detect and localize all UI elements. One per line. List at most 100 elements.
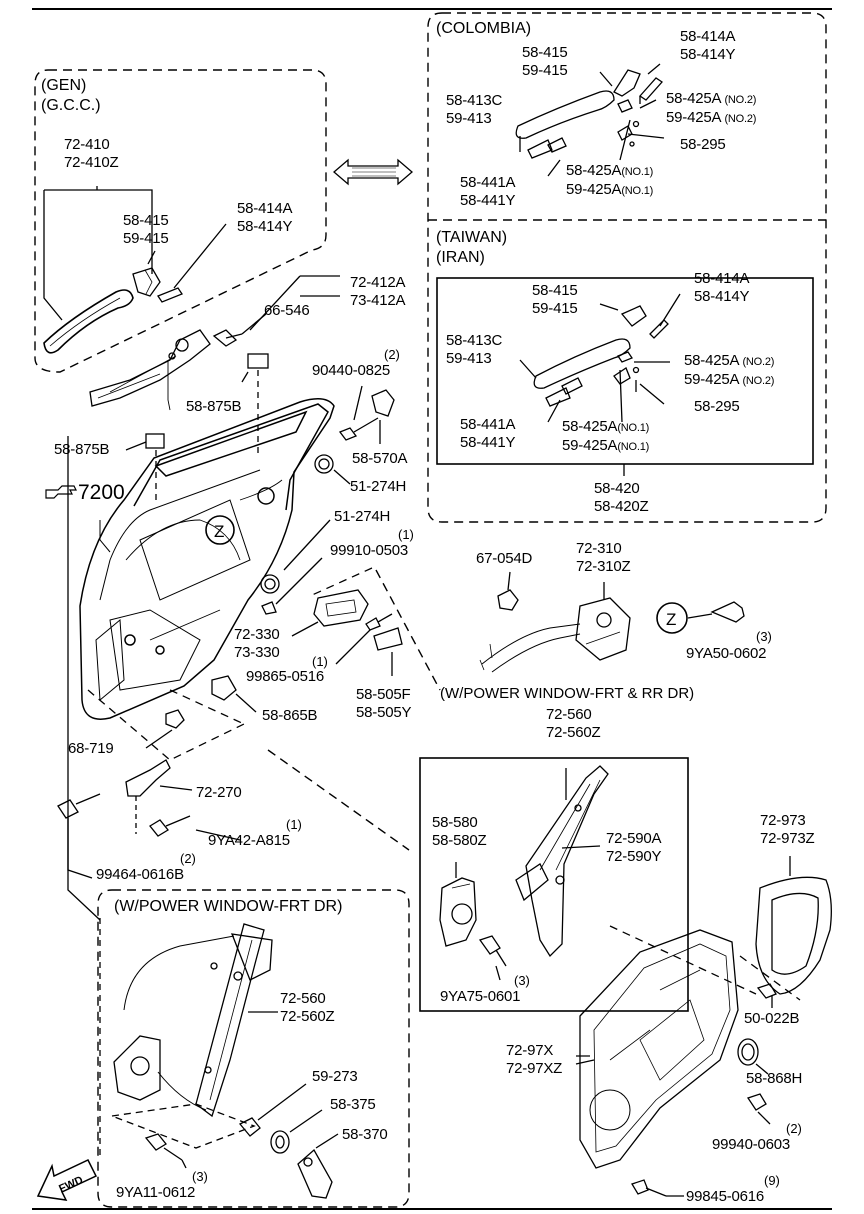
inner-handle-72330 bbox=[313, 589, 369, 627]
label-72-270[interactable]: 72-270 bbox=[196, 784, 242, 801]
power-frt-rr-title: (W/POWER WINDOW-FRT & RR DR) bbox=[440, 685, 695, 702]
label-99940[interactable]: 99940-0603 bbox=[712, 1136, 791, 1153]
label-58-875b-left[interactable]: 58-875B bbox=[54, 441, 110, 458]
label-col-58-425-no2[interactable]: 58-425A (NO.2)59-425A (NO.2) bbox=[666, 90, 757, 126]
bracket-72270 bbox=[125, 759, 171, 797]
label-58-375[interactable]: 58-375 bbox=[330, 1096, 376, 1113]
label-51-274h-b[interactable]: 51-274H bbox=[334, 508, 391, 525]
latch-cable bbox=[481, 623, 581, 673]
latch-rod-assembly bbox=[89, 329, 211, 411]
z-label-latch: Z bbox=[666, 610, 676, 629]
door-latch-72310 bbox=[575, 597, 631, 661]
grommet-58868h bbox=[737, 1038, 759, 1066]
bolt-9ya42 bbox=[149, 815, 191, 837]
gen-cover bbox=[157, 287, 183, 303]
label-9ya11[interactable]: 9YA11-0612 bbox=[116, 1184, 196, 1201]
taiwan-handle-box bbox=[436, 277, 814, 465]
label-59-273[interactable]: 59-273 bbox=[312, 1068, 358, 1085]
interchange-arrow-icon bbox=[333, 158, 413, 186]
clip-68719 bbox=[165, 709, 185, 729]
nut-99940 bbox=[746, 1093, 767, 1111]
colombia-taiwan-box bbox=[427, 12, 827, 523]
label-col-58-425-no1[interactable]: 58-425A(NO.1)59-425A(NO.1) bbox=[566, 162, 654, 198]
label-90440[interactable]: 90440-0825 bbox=[312, 362, 391, 379]
label-51-274h-a[interactable]: 51-274H bbox=[350, 478, 407, 495]
bolt-66546 bbox=[212, 329, 243, 347]
seal-72973 bbox=[755, 876, 832, 995]
power-frt-rr-box bbox=[419, 757, 689, 1012]
clip-50022b bbox=[756, 983, 777, 999]
taiwan-handle bbox=[533, 305, 669, 407]
washer-58375 bbox=[270, 1130, 290, 1154]
ref-7200[interactable]: 7200 bbox=[78, 481, 125, 504]
gen-box bbox=[34, 69, 327, 373]
power-frt-title: (W/POWER WINDOW-FRT DR) bbox=[114, 898, 343, 915]
label-58-370[interactable]: 58-370 bbox=[342, 1126, 388, 1143]
pointing-hand-icon bbox=[45, 485, 77, 499]
screw-90440 bbox=[338, 417, 379, 441]
qty-99464: (2) bbox=[180, 851, 196, 866]
grommet-51274h-b bbox=[260, 574, 280, 594]
label-58-875b-top[interactable]: 58-875B bbox=[186, 398, 242, 415]
bolt-9ya75 bbox=[478, 935, 507, 967]
screw-99845 bbox=[631, 1179, 667, 1197]
regulator-72590a bbox=[515, 765, 609, 958]
clip-67054d bbox=[497, 589, 519, 611]
label-67-054d[interactable]: 67-054D bbox=[476, 550, 533, 567]
label-66-546[interactable]: 66-546 bbox=[264, 302, 310, 319]
bracket-58570a bbox=[371, 389, 395, 417]
qty-9ya50: (3) bbox=[756, 629, 772, 644]
label-99910[interactable]: 99910-0503 bbox=[330, 542, 409, 559]
label-68-719[interactable]: 68-719 bbox=[68, 740, 114, 757]
clip-59273 bbox=[238, 1117, 261, 1137]
z-label-door: Z bbox=[214, 522, 224, 541]
label-col-58-295[interactable]: 58-295 bbox=[680, 136, 726, 153]
label-tw-58-425-no2[interactable]: 58-425A (NO.2)59-425A (NO.2) bbox=[684, 352, 775, 388]
label-9ya50[interactable]: 9YA50-0602 bbox=[686, 645, 767, 662]
bolt-9ya11 bbox=[144, 1133, 183, 1161]
label-99845[interactable]: 99845-0616 bbox=[686, 1188, 765, 1205]
motor-58580 bbox=[439, 877, 477, 947]
power-frt-rr-link-a bbox=[375, 569, 441, 691]
label-tw-58-425-no1[interactable]: 58-425A(NO.1)59-425A(NO.1) bbox=[562, 418, 650, 454]
stopper-58865b bbox=[211, 675, 237, 701]
qty-99940: (2) bbox=[786, 1121, 802, 1136]
label-9ya42[interactable]: 9YA42-A815 bbox=[208, 832, 290, 849]
gen-door-handle bbox=[43, 289, 134, 354]
z-marker-latch bbox=[656, 602, 688, 634]
label-50-022b[interactable]: 50-022B bbox=[744, 1010, 800, 1027]
door-module-panel bbox=[579, 929, 739, 1169]
label-tw-58-295[interactable]: 58-295 bbox=[694, 398, 740, 415]
label-58-868h[interactable]: 58-868H bbox=[746, 1070, 803, 1087]
label-99464[interactable]: 99464-0616B bbox=[96, 866, 184, 883]
label-58-570a[interactable]: 58-570A bbox=[352, 450, 408, 467]
label-99865[interactable]: 99865-0516 bbox=[246, 668, 325, 685]
label-9ya75[interactable]: 9YA75-0601 bbox=[440, 988, 521, 1005]
colombia-handle bbox=[515, 69, 663, 159]
label-58-865b[interactable]: 58-865B bbox=[262, 707, 318, 724]
rear-door-shell bbox=[79, 398, 335, 720]
